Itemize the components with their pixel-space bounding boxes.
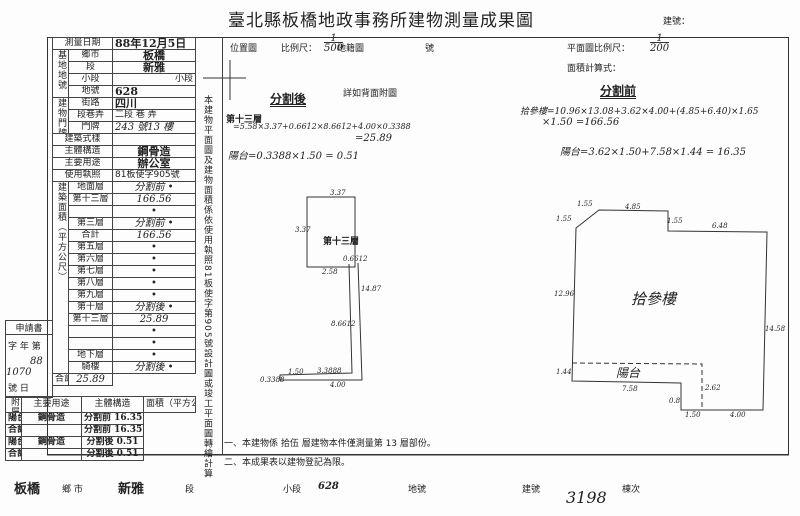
footer-section-label: 段 <box>185 485 195 495</box>
dimension-label: 4.00 <box>730 411 746 419</box>
after-corridor-outline <box>279 262 363 381</box>
floor-area: 分割後 • <box>112 361 196 374</box>
dimension-label: 14.87 <box>361 285 382 293</box>
dimension-label: 4.00 <box>330 381 346 389</box>
dimension-label: 3.37 <box>330 189 346 197</box>
page-title: 臺北縣板橋地政事務所建物測量成果圖 <box>228 11 534 31</box>
annex-row: 陽台鋼骨造分割前 16.35 <box>5 412 196 425</box>
plan-scale-label: 平面圖比例尺： <box>567 44 631 54</box>
dimension-label: 3.37 <box>295 226 311 234</box>
application-number: 1070 <box>6 367 32 378</box>
footer-township: 板橋 <box>14 482 41 497</box>
footer-bldg-label: 棟次 <box>622 485 641 495</box>
footer-section: 新雅 <box>118 482 145 497</box>
dimension-label: 2.62 <box>705 384 721 392</box>
after-floor: 第十三層 <box>226 115 263 125</box>
after-floor-plan-label: 第十三層 <box>323 237 360 247</box>
before-formula-cont: ×1.50 =166.56 <box>542 117 620 128</box>
floor-row: 第八層• <box>53 277 196 290</box>
cadastral-label: 地籍圖 <box>337 44 365 54</box>
note-1: 一、本建物係 拾伍 層建物本件僅測量第 13 層部份。 <box>224 439 436 449</box>
dimension-label: 14.58 <box>765 325 786 333</box>
footer-lot: 628 <box>318 481 339 492</box>
application-no-label: 號 日 <box>8 384 29 394</box>
balcony-label: 陽台 <box>616 366 641 380</box>
floor-label: 第六層 <box>67 253 114 266</box>
dimension-label: 1.50 <box>288 368 304 376</box>
balcony-outline <box>571 362 703 410</box>
after-balcony-formula: 陽台=0.3388×1.50 = 0.51 <box>228 151 360 162</box>
lot-label: 地號 <box>67 85 114 98</box>
floor-row: 建築面積（平方公尺）地面層分割前 • <box>52 181 196 374</box>
dimension-label: 3.3888 <box>317 367 342 375</box>
dimension-label: 12.96 <box>554 290 575 298</box>
location-scale-label: 比例尺： <box>281 44 318 54</box>
calc-label: 面積計算式： <box>567 64 622 74</box>
footer-build-label: 建號 <box>522 485 541 495</box>
before-room-label: 拾參樓 <box>631 290 677 308</box>
after-result: =25.89 <box>355 133 393 144</box>
floor-row: 第六層• <box>53 253 196 266</box>
dimension-label: 4.85 <box>625 203 641 211</box>
after-heading: 分割後 <box>270 92 307 106</box>
dimension-label: 1.55 <box>577 200 593 208</box>
location-label: 位置圖 <box>230 44 258 54</box>
dimension-label: 0.3388 <box>260 376 285 384</box>
footer-subsection-label: 小段 <box>283 485 302 495</box>
divider <box>222 37 223 455</box>
before-floor-outline <box>571 209 768 411</box>
dimension-label: 1.55 <box>556 215 572 223</box>
application-box: 申請書 字 年 第 88 1070 號 日 <box>5 320 53 398</box>
application-label: 申請書 <box>6 321 52 335</box>
application-field-label: 字 年 第 <box>8 342 41 352</box>
total-value: 25.89 <box>67 373 114 386</box>
vertical-note: 本建物平面圖及建物面積係依使用執照81板使字第905號設計圖或竣工平面圖轉繪計算 <box>202 95 212 479</box>
footer-township-label: 鄉 市 <box>62 485 83 495</box>
floor-row: 騎樓分割後 • <box>53 361 196 374</box>
dimension-label: 7.58 <box>622 385 638 393</box>
before-heading: 分割前 <box>600 84 637 98</box>
application-year: 88 <box>30 356 43 367</box>
dimension-label: 6.48 <box>712 222 728 230</box>
after-floor-outline <box>306 196 356 268</box>
note-2: 二、本成果表以建物登記為限。 <box>224 458 351 468</box>
before-formula: 拾參樓=10.96×13.08+3.62×4.00+(4.85+6.40)×1.… <box>520 107 759 117</box>
street-label: 街路 <box>67 97 114 110</box>
dimension-label: 1.44 <box>556 368 572 376</box>
footer-lot-label: 地號 <box>408 485 427 495</box>
before-balcony-formula: 陽台=3.62×1.50+7.58×1.44 = 16.35 <box>560 147 746 158</box>
cadastral-no-label: 號 <box>425 44 435 54</box>
dimension-label: 2.58 <box>322 268 338 276</box>
floor-row: 第十層分割後 • <box>53 301 196 314</box>
after-formula: =5.58×3.37+0.6612×8.6612+4.00×0.3388 <box>233 122 411 131</box>
dimension-label: 0.6612 <box>343 255 368 263</box>
dimension-label: 1.55 <box>667 217 683 225</box>
floor-row: • <box>53 337 196 350</box>
floor-row: • <box>53 205 196 218</box>
dimension-label: 0.8 <box>669 397 681 405</box>
annex-header-area: 面積（平方公尺） <box>143 396 196 413</box>
dimension-label: 1.50 <box>685 411 701 419</box>
floor-row: 第九層• <box>53 289 196 302</box>
build-no-label: 建號： <box>663 17 691 27</box>
footer-build-no: 3198 <box>566 488 607 507</box>
dimension-label: 8.6612 <box>331 320 356 328</box>
floor-area: 分割後 • <box>112 301 196 314</box>
after-note: 詳如背面附圖 <box>343 89 398 99</box>
